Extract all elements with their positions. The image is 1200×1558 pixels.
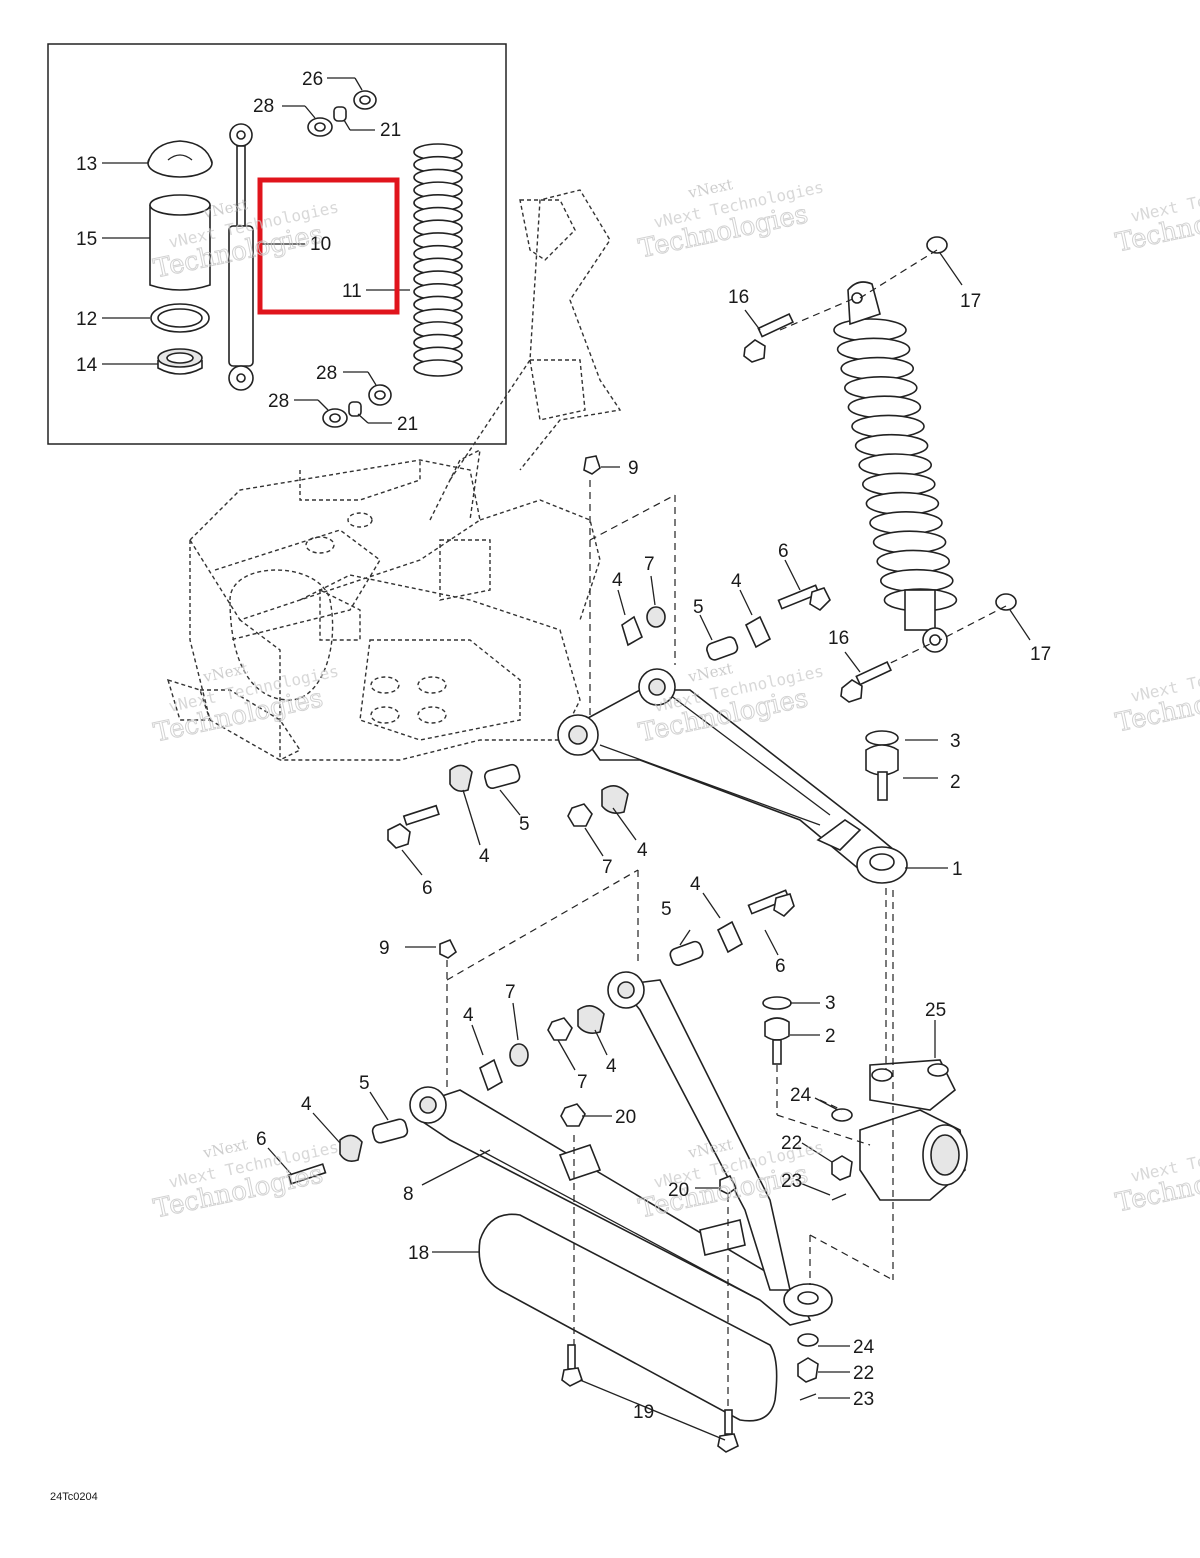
callout-5: 5 (359, 1073, 370, 1094)
callout-24: 24 (790, 1085, 812, 1106)
part-11-coil-spring (413, 143, 463, 377)
callout-5: 5 (693, 597, 704, 618)
callout-13: 13 (76, 154, 97, 175)
callout-20: 20 (615, 1107, 636, 1128)
part-10-damper (228, 123, 254, 391)
callout-21: 21 (380, 120, 401, 141)
bushing-set-bottom (322, 384, 392, 428)
callout-28: 28 (316, 363, 337, 384)
callout-16: 16 (828, 628, 849, 649)
callout-10: 10 (310, 234, 331, 255)
callout-25: 25 (925, 1000, 946, 1021)
lower-arm-hardware (287, 889, 853, 1453)
callout-4: 4 (463, 1005, 474, 1026)
part-13-spring-seat (147, 140, 213, 178)
main-leader-lines (267, 252, 1031, 1441)
callout-9: 9 (379, 938, 390, 959)
callout-3: 3 (825, 993, 836, 1014)
callout-28: 28 (253, 96, 274, 117)
shock-coil-spring (833, 318, 958, 612)
callout-7: 7 (505, 982, 516, 1003)
callout-4: 4 (479, 846, 490, 867)
reference-code: 24Tc0204 (50, 1491, 98, 1503)
callout-23: 23 (853, 1389, 874, 1410)
part-12-ring (150, 303, 210, 333)
upper-a-arm-part-1 (557, 668, 908, 884)
vehicle-frame (166, 189, 622, 762)
callout-7: 7 (602, 857, 613, 878)
callout-16: 16 (728, 287, 749, 308)
callout-4: 4 (301, 1094, 312, 1115)
bolt-16-lower (840, 660, 892, 703)
callout-4: 4 (606, 1056, 617, 1077)
callout-6: 6 (775, 956, 786, 977)
spring-coil (413, 359, 463, 377)
upper-arm-hardware (387, 455, 831, 849)
callout-9: 9 (628, 458, 639, 479)
part-14-cap (157, 348, 203, 375)
callout-1: 1 (952, 859, 963, 880)
callout-15: 15 (76, 229, 97, 250)
ball-joint-lower (762, 996, 792, 1065)
callout-12: 12 (76, 309, 97, 330)
callout-6: 6 (778, 541, 789, 562)
callout-11: 11 (342, 281, 362, 302)
callout-17: 17 (960, 291, 981, 312)
callout-7: 7 (644, 554, 655, 575)
callout-8: 8 (403, 1184, 414, 1205)
callout-21: 21 (397, 414, 418, 435)
callout-3: 3 (950, 731, 961, 752)
callout-6: 6 (422, 878, 433, 899)
bolt-16-upper (743, 312, 794, 363)
callout-24: 24 (853, 1337, 875, 1358)
callout-23: 23 (781, 1171, 802, 1192)
callout-17: 17 (1030, 644, 1051, 665)
part-15-sleeve (149, 194, 211, 291)
inset-box (47, 43, 507, 445)
highlight-box (257, 177, 400, 315)
callout-labels: 26 28 21 13 15 10 11 12 14 28 28 21 16 1… (50, 69, 1051, 1503)
lower-a-arm-part-8 (409, 971, 833, 1326)
callout-6: 6 (256, 1129, 267, 1150)
callout-18: 18 (408, 1243, 429, 1264)
callout-4: 4 (690, 874, 701, 895)
callout-4: 4 (612, 570, 623, 591)
callout-20: 20 (668, 1180, 689, 1201)
callout-26: 26 (302, 69, 323, 90)
skid-plate-part-18 (478, 1213, 778, 1422)
inset-leader-lines (102, 77, 410, 424)
callout-28: 28 (268, 391, 289, 412)
callout-4: 4 (637, 840, 648, 861)
callout-22: 22 (781, 1133, 802, 1154)
steering-knuckle-part-25 (859, 1059, 968, 1201)
ball-joint-upper (865, 730, 899, 801)
callout-2: 2 (950, 772, 961, 793)
assembly-centerlines (446, 480, 894, 1410)
bushing-set-top (307, 90, 377, 137)
callout-5: 5 (519, 814, 530, 835)
callout-2: 2 (825, 1026, 836, 1047)
callout-5: 5 (661, 899, 672, 920)
callout-7: 7 (577, 1072, 588, 1093)
callout-4: 4 (731, 571, 742, 592)
callout-14: 14 (76, 355, 98, 376)
callout-19: 19 (633, 1402, 654, 1423)
shock-assembly-right (779, 236, 1017, 669)
callout-22: 22 (853, 1363, 874, 1384)
